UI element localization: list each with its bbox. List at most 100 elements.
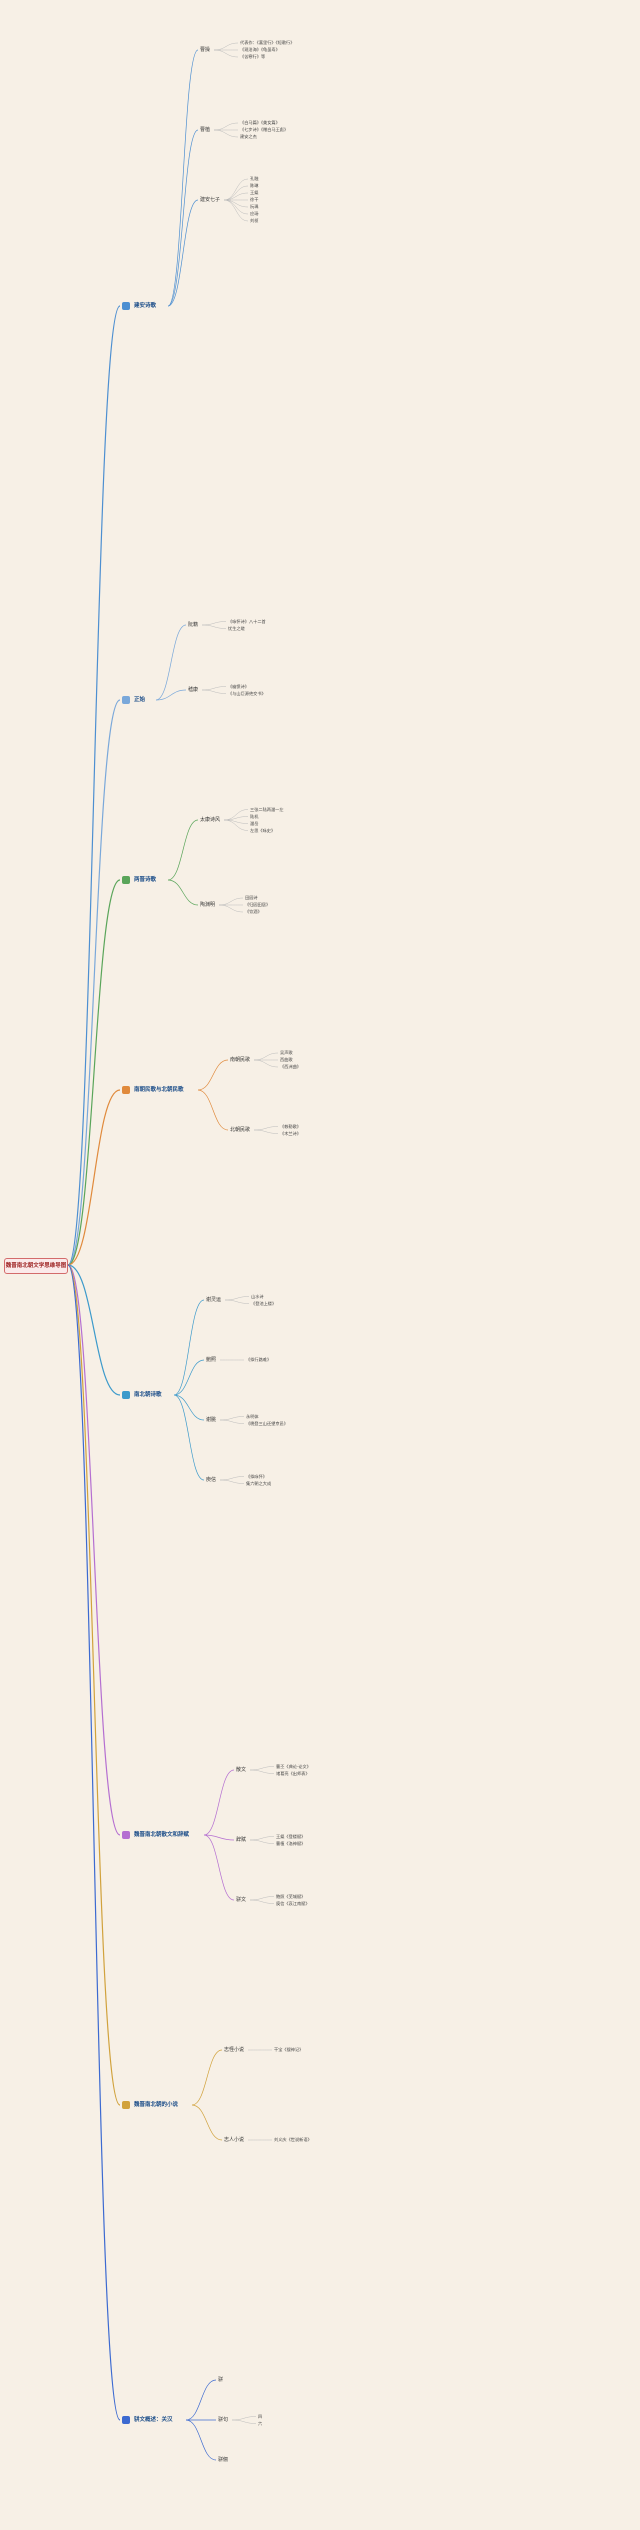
connector-line [223,192,249,201]
leaf-node: 忧生之嗟 [228,625,245,631]
topic-node[interactable]: 阮籍 [188,622,199,628]
branch-node[interactable]: 南朝民歌与北朝民歌 [120,1084,188,1096]
branch-node[interactable]: 魏晋南北朝散文和辞赋 [120,1829,193,1841]
leaf-node: 王粲《登楼赋》 [276,1833,306,1839]
branch-node[interactable]: 南北朝诗歌 [120,1389,166,1401]
branch-icon [122,696,130,704]
topic-node[interactable]: 鲍照 [206,1357,217,1363]
connector-line [191,2049,223,2106]
topic-node[interactable]: 北朝民歌 [230,1127,251,1133]
connector-line [155,624,187,701]
topic-node[interactable]: 庾信 [206,1477,217,1483]
connector-line [67,1264,121,1396]
connector-line [185,2379,217,2421]
leaf-node: 山水诗 [251,1293,264,1299]
branch-node[interactable]: 建安诗歌 [120,300,160,312]
leaf-node: 干宝《搜神记》 [274,2047,304,2052]
connector-line [223,185,249,201]
connector-line [173,1299,205,1396]
connector-line [253,1126,279,1131]
leaf-node: 应玚 [250,211,259,216]
connector-line [253,1052,279,1061]
leaf-node: 诸葛亮《出师表》 [276,1770,310,1776]
leaf-node: 《观沧海》《龟虽寿》 [240,47,280,52]
connector-line [67,879,121,1266]
topic-node[interactable]: 太康诗风 [200,817,221,823]
leaf-node: 曹植《洛神赋》 [276,1840,306,1846]
leaf-node: 集六朝之大成 [246,1480,272,1486]
connector-line [213,42,239,51]
topic-node[interactable]: 陶渊明 [200,902,216,908]
branch-node[interactable]: 魏晋南北朝的小说 [120,2099,182,2111]
leaf-node: 《幽愤诗》 [228,683,249,689]
connector-line [223,199,249,222]
leaf-node: 《与山巨源绝交书》 [228,690,266,696]
topic-node[interactable]: 嵇康 [188,687,199,693]
leaf-node: 《登池上楼》 [251,1300,277,1306]
leaf-node: 《白马篇》《美女篇》 [240,120,280,125]
topic-node[interactable]: 建安七子 [200,197,221,203]
topic-node[interactable]: 曹植 [200,127,211,133]
connector-line [167,49,199,307]
leaf-node: 《饮酒》 [245,909,262,914]
leaf-node: 鲍照《芜城赋》 [276,1893,306,1899]
branch-icon [122,302,130,310]
connector-line [223,178,249,201]
connector-line [201,621,227,626]
connector-line [191,2104,223,2141]
connector-line [67,1089,121,1266]
leaf-node: 曹丕《典论·论文》 [276,1763,311,1769]
connector-line [249,1896,275,1901]
connector-line [219,1476,245,1481]
topic-node[interactable]: 南朝民歌 [230,1057,251,1063]
connector-line [213,122,239,131]
leaf-node: 四 [258,2413,263,2419]
leaf-node: 徐干 [250,197,259,202]
connector-line [224,1296,250,1301]
topic-node[interactable]: 谢灵运 [206,1297,222,1303]
branch-label: 魏晋南北朝的小说 [134,2102,179,2108]
connector-line [67,1264,121,1836]
branch-node[interactable]: 两晋诗歌 [120,874,160,886]
leaf-node: 《晚登三山还望京邑》 [246,1420,288,1426]
branch-icon [122,1086,130,1094]
connector-line [213,49,239,58]
branch-label: 骈文概述：关汉 [134,2417,173,2423]
topic-node[interactable]: 散文 [236,1767,247,1773]
topic-node[interactable]: 曹操 [200,47,211,53]
connector-line [218,904,244,913]
topic-node[interactable]: 辞赋 [236,1837,247,1843]
topic-node[interactable]: 骈俪 [218,2457,229,2463]
connector-line [224,1299,250,1304]
connector-line [67,699,121,1266]
connector-line [249,1836,275,1841]
leaf-node: 阮瑀 [250,204,259,209]
branch-label: 正始 [134,697,146,703]
topic-node[interactable]: 骈 [218,2377,224,2383]
connector-line [201,686,227,691]
branch-label: 建安诗歌 [134,303,157,309]
topic-node[interactable]: 谢朓 [206,1417,217,1423]
connector-line [197,1089,229,1131]
branch-icon [122,2416,130,2424]
topic-node[interactable]: 骈文 [236,1897,247,1903]
connector-line [167,819,199,881]
branch-node[interactable]: 骈文概述：关汉 [120,2414,177,2426]
root-node[interactable]: 魏晋南北朝文学思维导图 [4,1258,68,1274]
leaf-node: 吴声歌 [280,1050,293,1055]
branch-label: 南北朝诗歌 [134,1392,162,1398]
connector-line [201,624,227,629]
connector-line [167,879,199,906]
topic-node[interactable]: 志怪小说 [224,2047,245,2053]
topic-node[interactable]: 志人小说 [224,2137,245,2143]
branch-label: 南朝民歌与北朝民歌 [134,1087,184,1093]
connector-line [67,305,121,1266]
connector-line [185,2419,217,2461]
topic-node[interactable]: 骈句 [218,2417,229,2423]
leaf-node: 潘岳 [250,820,259,826]
connector-line [173,1359,205,1396]
leaf-node: 《苦寒行》等 [240,54,266,59]
branch-node[interactable]: 正始 [120,694,149,706]
connector-line [167,129,199,307]
